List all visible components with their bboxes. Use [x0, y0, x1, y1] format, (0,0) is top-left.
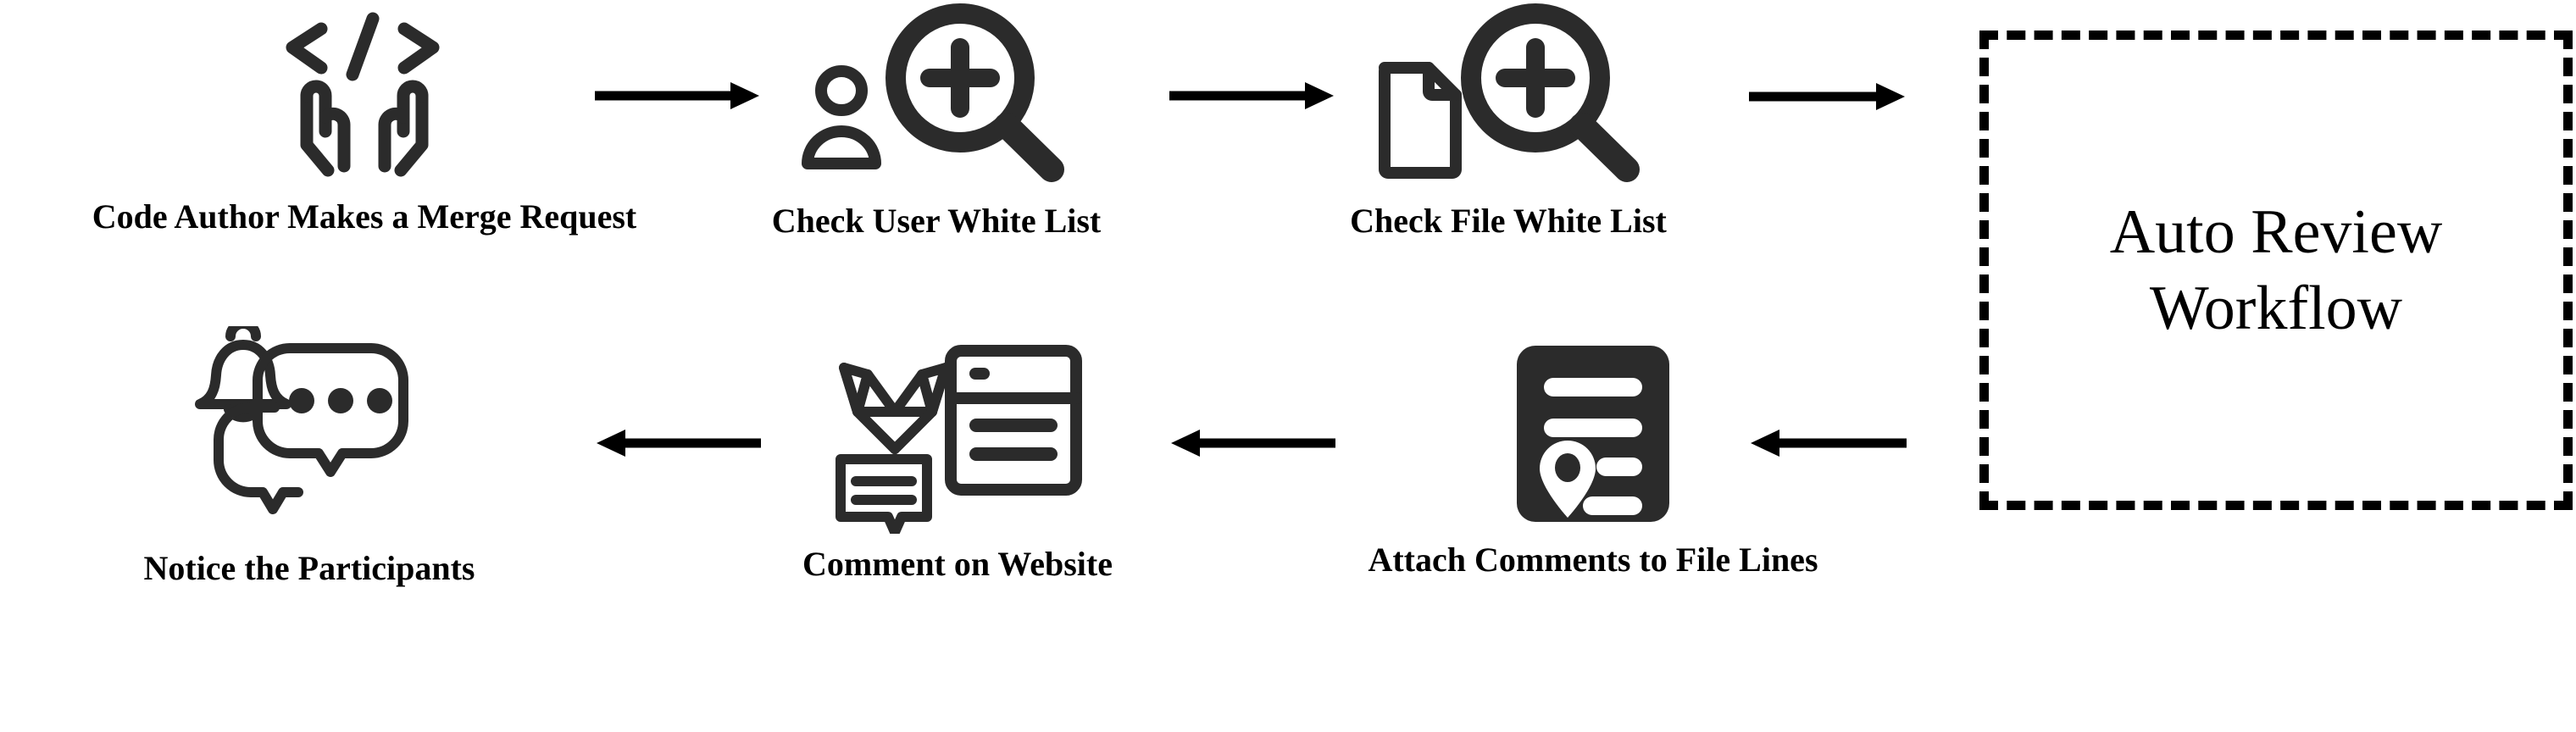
node-label-code-author: Code Author Makes a Merge Request — [92, 197, 637, 236]
workflow-box-line-2: Workflow — [2149, 274, 2403, 343]
node-check-user-white-list[interactable]: Check User White List — [737, 0, 1135, 239]
node-code-author[interactable]: Code Author Makes a Merge Request — [0, 8, 729, 235]
file-magnifier-plus-icon — [1373, 0, 1644, 195]
node-attach-comments[interactable]: Attach Comments to File Lines — [1305, 339, 1881, 578]
node-notice-participants[interactable]: Notice the Participants — [102, 319, 517, 587]
bell-chat-bubbles-icon — [186, 319, 432, 542]
node-comment-on-website[interactable]: Comment on Website — [758, 330, 1157, 582]
node-label-attach-comments: Attach Comments to File Lines — [1368, 541, 1818, 579]
arrow-comment-on-website-to-notice-participants — [593, 428, 763, 463]
auto-review-workflow-box[interactable]: Auto Review Workflow — [1979, 30, 2573, 510]
node-label-check-file-white-list: Check File White List — [1350, 202, 1667, 240]
arrow-check-user-to-check-file — [1168, 80, 1337, 115]
user-magnifier-plus-icon — [801, 0, 1072, 195]
document-pin-lines-icon — [1508, 339, 1678, 534]
code-in-hands-icon — [267, 8, 462, 191]
arrow-attach-comments-to-comment-on-website — [1168, 428, 1337, 463]
node-check-file-white-list[interactable]: Check File White List — [1309, 0, 1707, 239]
gitlab-browser-comment-icon — [830, 330, 1085, 538]
arrow-workflow-box-to-attach-comments — [1747, 428, 1908, 463]
arrow-code-author-to-check-user — [593, 80, 763, 115]
node-label-comment-on-website: Comment on Website — [802, 545, 1113, 583]
arrow-check-file-to-workflow-box — [1747, 81, 1908, 116]
node-label-check-user-white-list: Check User White List — [771, 202, 1102, 240]
workflow-box-line-1: Auto Review — [2109, 197, 2443, 267]
node-label-notice-participants: Notice the Participants — [143, 549, 475, 587]
